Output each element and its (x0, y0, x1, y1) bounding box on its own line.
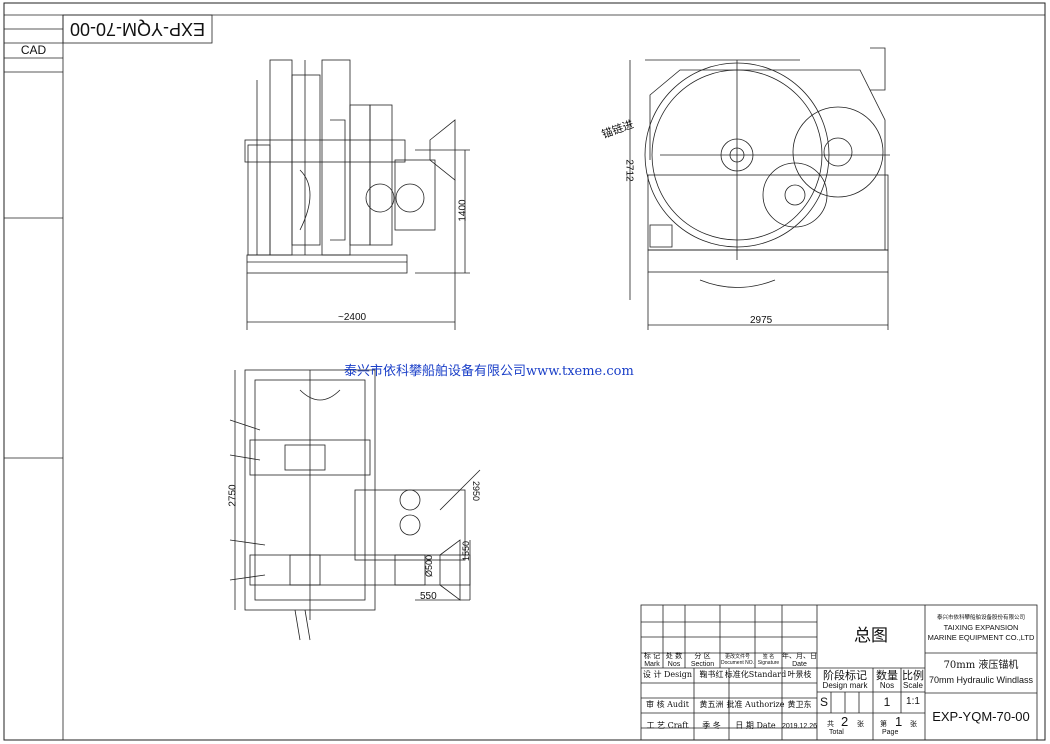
total-suffix: 张 (857, 720, 864, 728)
quantity-value: 1 (883, 695, 891, 710)
page-prefix: 第 (880, 720, 887, 728)
header-date-en: Date (792, 660, 807, 668)
standard-name: 叶景枝 (787, 670, 812, 680)
total-prefix: 共 (827, 720, 834, 728)
header-section-cn: 分 区 (694, 652, 711, 661)
plan-dim-c: Ø500 (424, 554, 435, 578)
side-width-dim: 2975 (750, 315, 773, 326)
scale-en: Scale (902, 680, 923, 690)
title-block-lines (640, 604, 1038, 741)
plan-dim-b: 1550 (461, 540, 472, 562)
front-view (244, 59, 470, 330)
design-name: 鞠书红 (699, 670, 724, 680)
drawing-number: EXP-YQM-70-00 (932, 708, 1030, 724)
header-mark-cn: 标 记 (643, 652, 661, 661)
header-document-en: Document NO. (720, 659, 755, 666)
page-suffix: 张 (910, 720, 917, 728)
side-view (629, 47, 890, 330)
design-label: 设 计 Design (642, 670, 693, 680)
scale-value: 1:1 (906, 696, 920, 708)
header-date-cn: 年、月、日 (782, 652, 817, 661)
cad-label: CAD (20, 43, 47, 58)
craft-label: 工 艺 Craft (646, 721, 689, 731)
authorize-name: 黄卫东 (787, 700, 812, 710)
product-block: 70mm 液压锚机 70mm Hydraulic Windlass (925, 653, 1037, 693)
total-value: 2 (841, 714, 849, 729)
craft-name: 季 冬 (702, 721, 721, 731)
nos-cn: 数量 (876, 669, 898, 683)
scale-cn: 比例 (902, 669, 924, 683)
company-block: 泰兴市依科攀船舶设备股份有限公司 TAIXING EXPANSION MARIN… (925, 605, 1037, 653)
header-signature-cn: 签 名 (762, 654, 775, 661)
product-cn: 70mm 液压锚机 (943, 659, 1019, 671)
watermark: 泰兴市依科攀船舶设备有限公司www.txeme.com (344, 364, 634, 379)
date-value: 2019.12.26 (781, 722, 818, 730)
side-height-dim: 2712 (623, 159, 635, 182)
page-number: 第 1 张 Page (873, 713, 925, 740)
nos-en: Nos (879, 680, 895, 690)
design-mark-en: Design mark (822, 680, 868, 690)
header-document-cn: 更改文件号 (724, 654, 750, 661)
company-en-2: MARINE EQUIPMENT CO.,LTD (927, 632, 1035, 642)
audit-name: 黄五洲 (699, 700, 724, 710)
total-en: Total (829, 729, 844, 736)
front-height-dim: 1400 (457, 199, 469, 222)
product-en: 70mm Hydraulic Windlass (928, 675, 1034, 686)
outer-frame (3, 2, 1046, 741)
reversed-drawing-number: EXP-YQM-70-00 (69, 19, 206, 40)
stage-value: S (819, 695, 828, 710)
page-en: Page (882, 729, 899, 736)
plan-view (229, 369, 481, 641)
drawing-title: 总图 (854, 625, 888, 646)
front-width-dim: ~2400 (338, 312, 367, 323)
plan-dim-d: 550 (420, 591, 437, 602)
company-en-1: TAIXING EXPANSION (943, 623, 1019, 632)
plan-dim-a: 2950 (471, 480, 482, 502)
plan-height-dim: 2750 (227, 484, 239, 507)
header-nos-en: Nos (667, 660, 681, 668)
header-section-en: Section (690, 660, 715, 668)
header-nos-cn: 处 数 (665, 652, 683, 661)
authorize-label: 批准 Authorize (726, 700, 785, 710)
company-cn: 泰兴市依科攀船舶设备股份有限公司 (936, 615, 1025, 622)
header-signature-en: Signature (757, 659, 780, 666)
audit-label: 审 核 Audit (646, 700, 689, 710)
date-label: 日 期 Date (735, 721, 776, 731)
page-value: 1 (895, 714, 903, 729)
total-sheets: 共 2 张 Total (817, 713, 873, 740)
design-mark-cn: 阶段标记 (823, 669, 867, 683)
header-mark-en: Mark (644, 660, 660, 668)
standard-label: 标准化Standard (724, 670, 787, 680)
